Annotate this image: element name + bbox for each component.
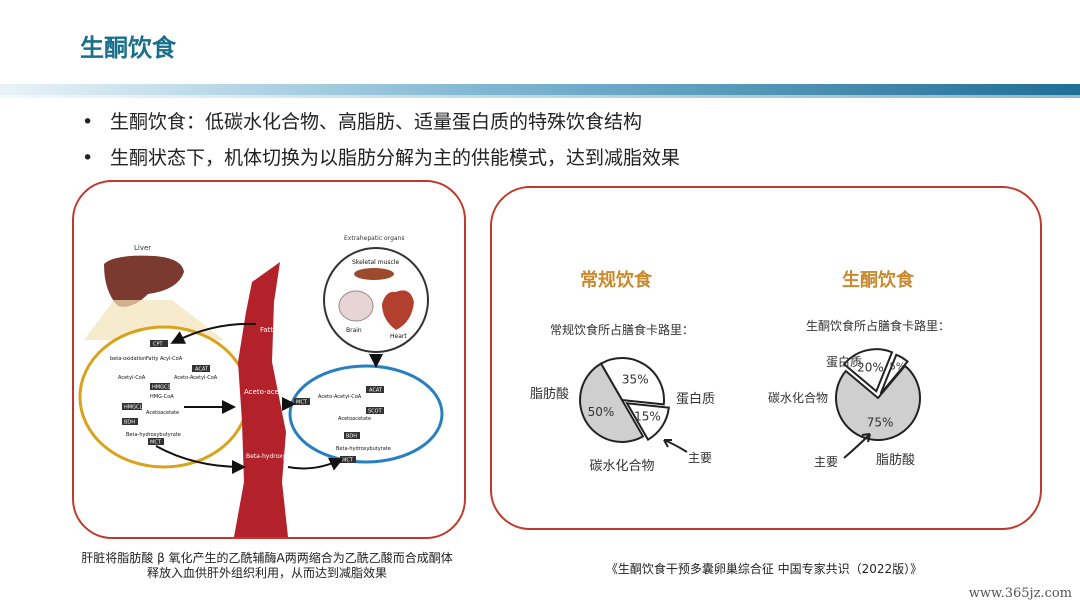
brain-icon [338,290,374,322]
svg-text:Acetyl-CoA: Acetyl-CoA [118,375,146,381]
svg-text:Brain: Brain [346,327,362,334]
svg-text:MCT: MCT [150,440,162,446]
extrahepatic-label: Extrahepatic organs [344,235,405,242]
svg-text:ACAT: ACAT [369,388,383,394]
ketogenesis-diagram: Liver CPT beta-oxidation Fatty Acyl-CoA … [78,235,444,537]
pie-slice-keto-0 [842,348,894,393]
keto-diet-heading: 生酮饮食 [842,269,915,291]
svg-text:BDH: BDH [124,420,135,426]
left-figure-caption: 肝脏将脂肪酸 β 氧化产生的乙酰辅酶A两两缩合为乙酰乙酸而合成酮体 释放入血供肝… [81,551,453,580]
regular-fat-label: 脂肪酸 [530,386,569,402]
svg-text:HMGCL: HMGCL [124,405,142,411]
watermark: www.365jz.com [968,586,1072,601]
svg-text:HMG-CoA: HMG-CoA [150,394,174,400]
liver-label: Liver [134,244,151,252]
regular-protein-label: 蛋白质 [676,391,715,407]
right-figure-caption: 《生酮饮食干预多囊卵巢综合征 中国专家共识（2022版）》 [605,562,923,576]
svg-text:SCOT: SCOT [368,409,383,415]
blood-vessel [234,262,288,537]
pie-value-label: 50% [588,405,615,419]
keto-diet-pie: 20% 5% 75% [835,348,921,441]
svg-text:Beta-hydroxybutyrate: Beta-hydroxybutyrate [336,446,391,452]
svg-text:beta-oxidation: beta-oxidation [110,356,146,362]
svg-text:Acetoacetate: Acetoacetate [338,416,371,422]
ketogenesis-diagram-panel: Liver CPT beta-oxidation Fatty Acyl-CoA … [72,180,466,539]
bullet-item: •生酮状态下，机体切换为以脂肪分解为主的供能模式，达到减脂效果 [82,147,681,169]
regular-main-label: 主要 [688,451,712,465]
svg-text:MCT: MCT [296,400,308,406]
bullet-list: •生酮饮食：低碳水化合物、高脂肪、适量蛋白质的特殊饮食结构 •生酮状态下，机体切… [82,104,680,176]
pie-slice-regular-0 [599,357,665,406]
keto-diet-subtitle: 生酮饮食所占膳食卡路里： [806,318,950,333]
acetoacetate-label: Aceto-acetate [244,388,293,396]
pie-slice-keto-1 [879,353,909,395]
arrow-fatty-acid-to-liver [170,322,257,344]
regular-carb-label: 碳水化合物 [589,459,654,474]
regular-diet-heading: 常规饮食 [580,269,653,291]
beta-hydroxybutyrate-label: Beta-hydroxy butyrate [246,453,314,460]
svg-text:HMGCS: HMGCS [152,385,171,391]
page-title: 生酮饮食 [80,34,176,62]
svg-text:Heart: Heart [390,333,407,340]
pie-value-label: 20% [857,361,884,375]
regular-diet-pie: 35% 15% 50% [579,357,670,443]
keto-carb-label: 碳水化合物 [768,390,828,405]
svg-text:Aceto-Acetyl-CoA: Aceto-Acetyl-CoA [318,394,362,400]
heart-icon [382,290,414,330]
arrow-blood-bhb-to-organ [287,457,344,471]
header-band [0,84,1080,98]
regular-diet-subtitle: 常规饮食所占膳食卡路里： [550,322,694,337]
keto-main-label: 主要 [814,455,838,469]
pie-value-label: 35% [622,373,649,387]
arrow-liver-bhb-to-blood [155,445,246,474]
svg-text:CPT: CPT [153,342,164,348]
pie-slice-regular-2 [579,362,645,443]
skeletal-muscle-label: Skeletal muscle [352,259,399,266]
pie-value-label: 75% [867,415,894,429]
liver-icon [104,255,184,307]
svg-text:BDH: BDH [346,434,357,440]
diet-comparison-panel: 常规饮食 常规饮食所占膳食卡路里： 35% 15% 50% 脂肪酸 蛋白质 碳水化合… [490,186,1042,530]
svg-text:MCT: MCT [342,458,354,464]
pie-slice-keto-2 [835,364,921,441]
keto-main-arrow [843,433,871,459]
keto-fat-label: 脂肪酸 [876,452,915,468]
svg-text:Aceto-Acetyl-CoA: Aceto-Acetyl-CoA [174,375,218,381]
pie-value-label: 5% [890,362,906,373]
fatty-acid-label: Fatty acid [260,326,294,334]
svg-text:Fatty Acyl-CoA: Fatty Acyl-CoA [146,356,183,362]
diet-pie-charts: 常规饮食 常规饮食所占膳食卡路里： 35% 15% 50% 脂肪酸 蛋白质 碳水化合… [530,269,950,474]
pie-value-label: 15% [634,410,661,424]
svg-text:ACAT: ACAT [195,367,209,373]
svg-text:Beta-hydroxybutyrate: Beta-hydroxybutyrate [126,432,181,438]
svg-text:Acetoacetate: Acetoacetate [146,410,179,416]
pie-slice-regular-1 [625,402,670,442]
muscle-icon [354,268,394,280]
keto-protein-label: 蛋白质 [826,354,862,369]
bullet-item: •生酮饮食：低碳水化合物、高脂肪、适量蛋白质的特殊饮食结构 [82,111,643,133]
